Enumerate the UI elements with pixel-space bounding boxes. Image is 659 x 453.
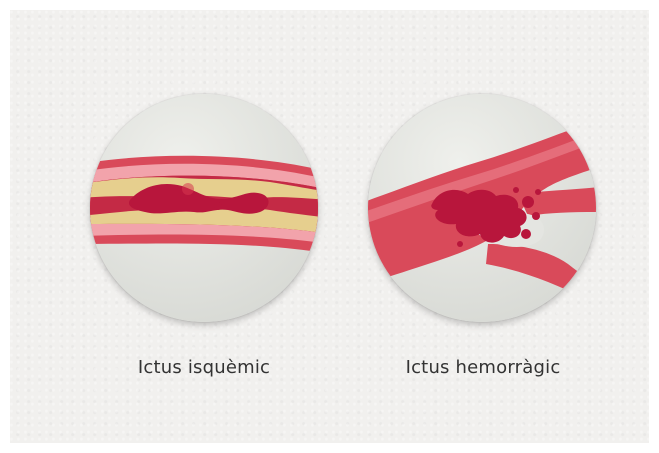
hemorrhagic-stroke-caption: Ictus hemorràgic [353,357,613,378]
ischemic-stroke-illustration [90,94,318,322]
ruptured-vessel-icon [368,94,596,322]
ischemic-stroke-caption: Ictus isquèmic [74,357,334,378]
hemorrhagic-stroke-illustration [368,94,596,322]
blocked-artery-icon [90,94,318,322]
